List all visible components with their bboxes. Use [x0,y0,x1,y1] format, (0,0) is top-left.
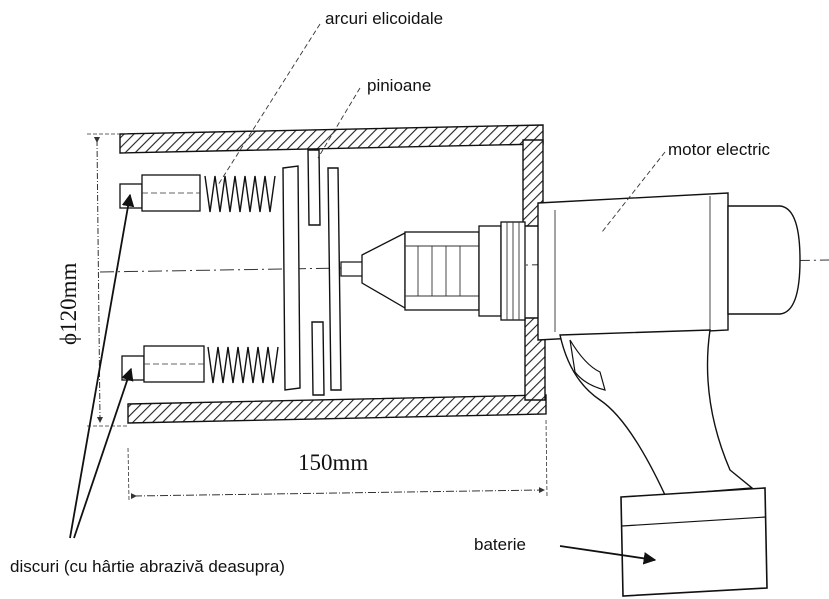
housing-top-wall [119,124,544,154]
handle-grip [559,329,754,496]
motor-cap [727,205,801,315]
battery-label: baterie [474,535,526,554]
length-dimension: 150mm [127,419,548,501]
lower-spring [207,346,279,384]
chuck [340,221,526,321]
disc-arrow-upper [69,193,135,539]
motor-leader [601,151,666,233]
diameter-label: ϕ120mm [56,263,81,345]
chuck-body [404,231,480,311]
shaft [340,261,364,277]
motor-body [537,192,801,341]
disc-arrow-lower [73,367,134,539]
upper-disc-assembly [119,174,276,213]
pinion-lower [311,321,325,396]
lower-disc-assembly [121,345,279,384]
pinion-plate-right [327,167,342,391]
springs-label: arcuri elicoidale [325,9,443,28]
lower-disc-pad [121,355,145,381]
pinions-label: pinioane [367,76,431,95]
pinion-upper [307,149,321,226]
chuck-collar [478,225,502,317]
handle [559,329,754,496]
leader-lines [217,23,666,233]
pinions-leader [317,87,361,159]
housing [119,124,547,424]
battery [620,487,768,597]
main-plate [282,165,301,391]
housing-bottom-wall [127,394,547,424]
motor-label: motor electric [668,140,771,159]
pinion-plates [282,149,342,396]
battery-arrow [559,545,657,565]
upper-spring [204,175,276,213]
discs-label: discuri (cu hârtie abrazivă deasupra) [10,557,285,576]
diameter-dimension: ϕ120mm [56,133,128,427]
upper-disc-pad [119,183,143,209]
motor-casing [537,192,729,341]
trigger [569,339,606,391]
length-label: 150mm [298,450,368,475]
chuck-cone [361,231,406,310]
battery-pack [620,487,768,597]
springs-leader [217,23,321,186]
arrows [69,193,657,565]
